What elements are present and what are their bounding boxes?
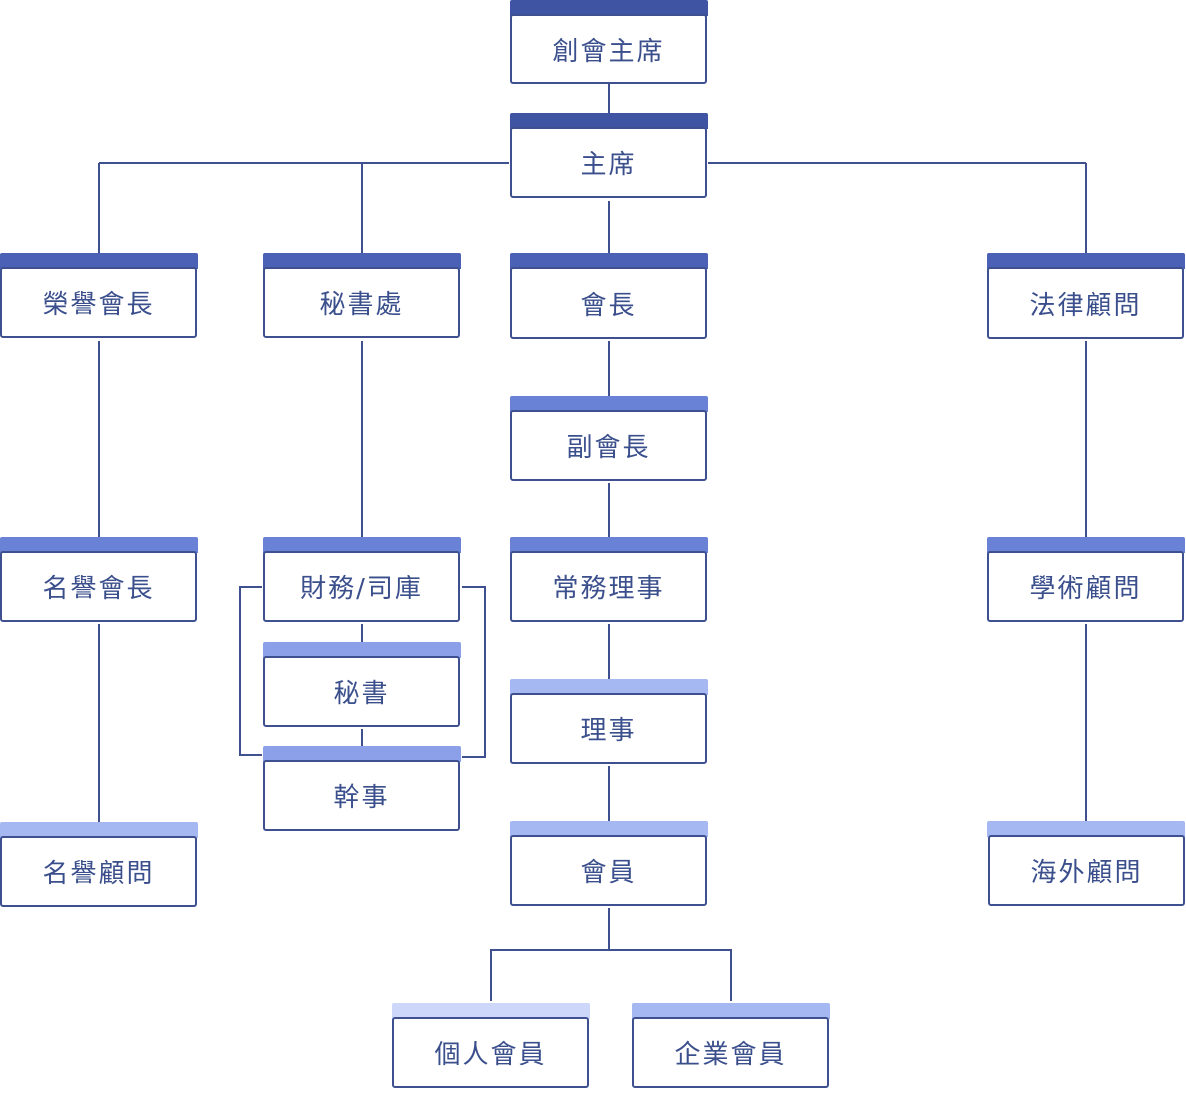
node-corporate-member[interactable]: 企業會員 xyxy=(632,1017,829,1088)
node-accent-bar xyxy=(263,642,461,658)
node-accent-bar xyxy=(987,821,1185,837)
node-accent-bar xyxy=(263,537,461,553)
node-individual-member[interactable]: 個人會員 xyxy=(392,1017,589,1088)
node-secretariat[interactable]: 秘書處 xyxy=(263,267,460,338)
node-label: 秘書 xyxy=(333,679,390,709)
node-accent-bar xyxy=(632,1003,830,1019)
node-officer[interactable]: 幹事 xyxy=(263,760,460,831)
node-label: 創會主席 xyxy=(552,36,665,67)
node-label: 法律顧問 xyxy=(1029,290,1142,321)
node-accent-bar xyxy=(510,253,708,269)
node-accent-bar xyxy=(0,537,198,553)
node-accent-bar xyxy=(263,253,461,269)
node-legal-advisor[interactable]: 法律顧問 xyxy=(987,267,1184,339)
node-director[interactable]: 理事 xyxy=(510,693,707,764)
node-accent-bar xyxy=(510,821,708,837)
node-honorary-president[interactable]: 榮譽會長 xyxy=(0,267,197,338)
node-academic-advisor[interactable]: 學術顧問 xyxy=(987,551,1184,622)
node-label: 常務理事 xyxy=(552,574,665,604)
node-label: 個人會員 xyxy=(434,1040,547,1070)
node-accent-bar xyxy=(510,537,708,553)
node-eminent-advisor[interactable]: 名譽顧問 xyxy=(0,836,197,907)
node-executive-director[interactable]: 常務理事 xyxy=(510,551,707,622)
node-label: 理事 xyxy=(580,716,637,746)
node-overseas-advisor[interactable]: 海外顧問 xyxy=(988,835,1185,906)
node-accent-bar xyxy=(987,537,1185,553)
node-accent-bar xyxy=(0,822,198,838)
node-eminent-president[interactable]: 名譽會長 xyxy=(0,551,197,622)
node-label: 秘書處 xyxy=(319,290,404,320)
node-accent-bar xyxy=(510,0,708,16)
node-label: 主席 xyxy=(580,150,637,180)
node-label: 榮譽會長 xyxy=(42,290,155,320)
node-label: 海外顧問 xyxy=(1030,858,1143,888)
node-label: 財務/司庫 xyxy=(300,574,423,604)
node-label: 企業會員 xyxy=(674,1040,787,1070)
node-member[interactable]: 會員 xyxy=(510,835,707,906)
node-accent-bar xyxy=(392,1003,590,1019)
node-label: 學術顧問 xyxy=(1029,574,1142,604)
node-label: 副會長 xyxy=(566,433,651,463)
node-label: 幹事 xyxy=(333,783,390,813)
node-finance-treasurer[interactable]: 財務/司庫 xyxy=(263,551,460,622)
node-label: 名譽顧問 xyxy=(42,859,155,889)
node-chairman[interactable]: 主席 xyxy=(510,127,707,198)
node-label: 會員 xyxy=(580,858,637,888)
node-founding-chairman[interactable]: 創會主席 xyxy=(510,14,707,84)
node-accent-bar xyxy=(510,679,708,695)
node-label: 會長 xyxy=(580,290,637,321)
node-accent-bar xyxy=(0,253,198,269)
node-president[interactable]: 會長 xyxy=(510,267,707,339)
node-accent-bar xyxy=(263,746,461,762)
node-accent-bar xyxy=(510,396,708,412)
node-label: 名譽會長 xyxy=(42,574,155,604)
node-accent-bar xyxy=(510,113,708,129)
node-secretary[interactable]: 秘書 xyxy=(263,656,460,727)
node-accent-bar xyxy=(987,253,1185,269)
node-vice-president[interactable]: 副會長 xyxy=(510,410,707,481)
